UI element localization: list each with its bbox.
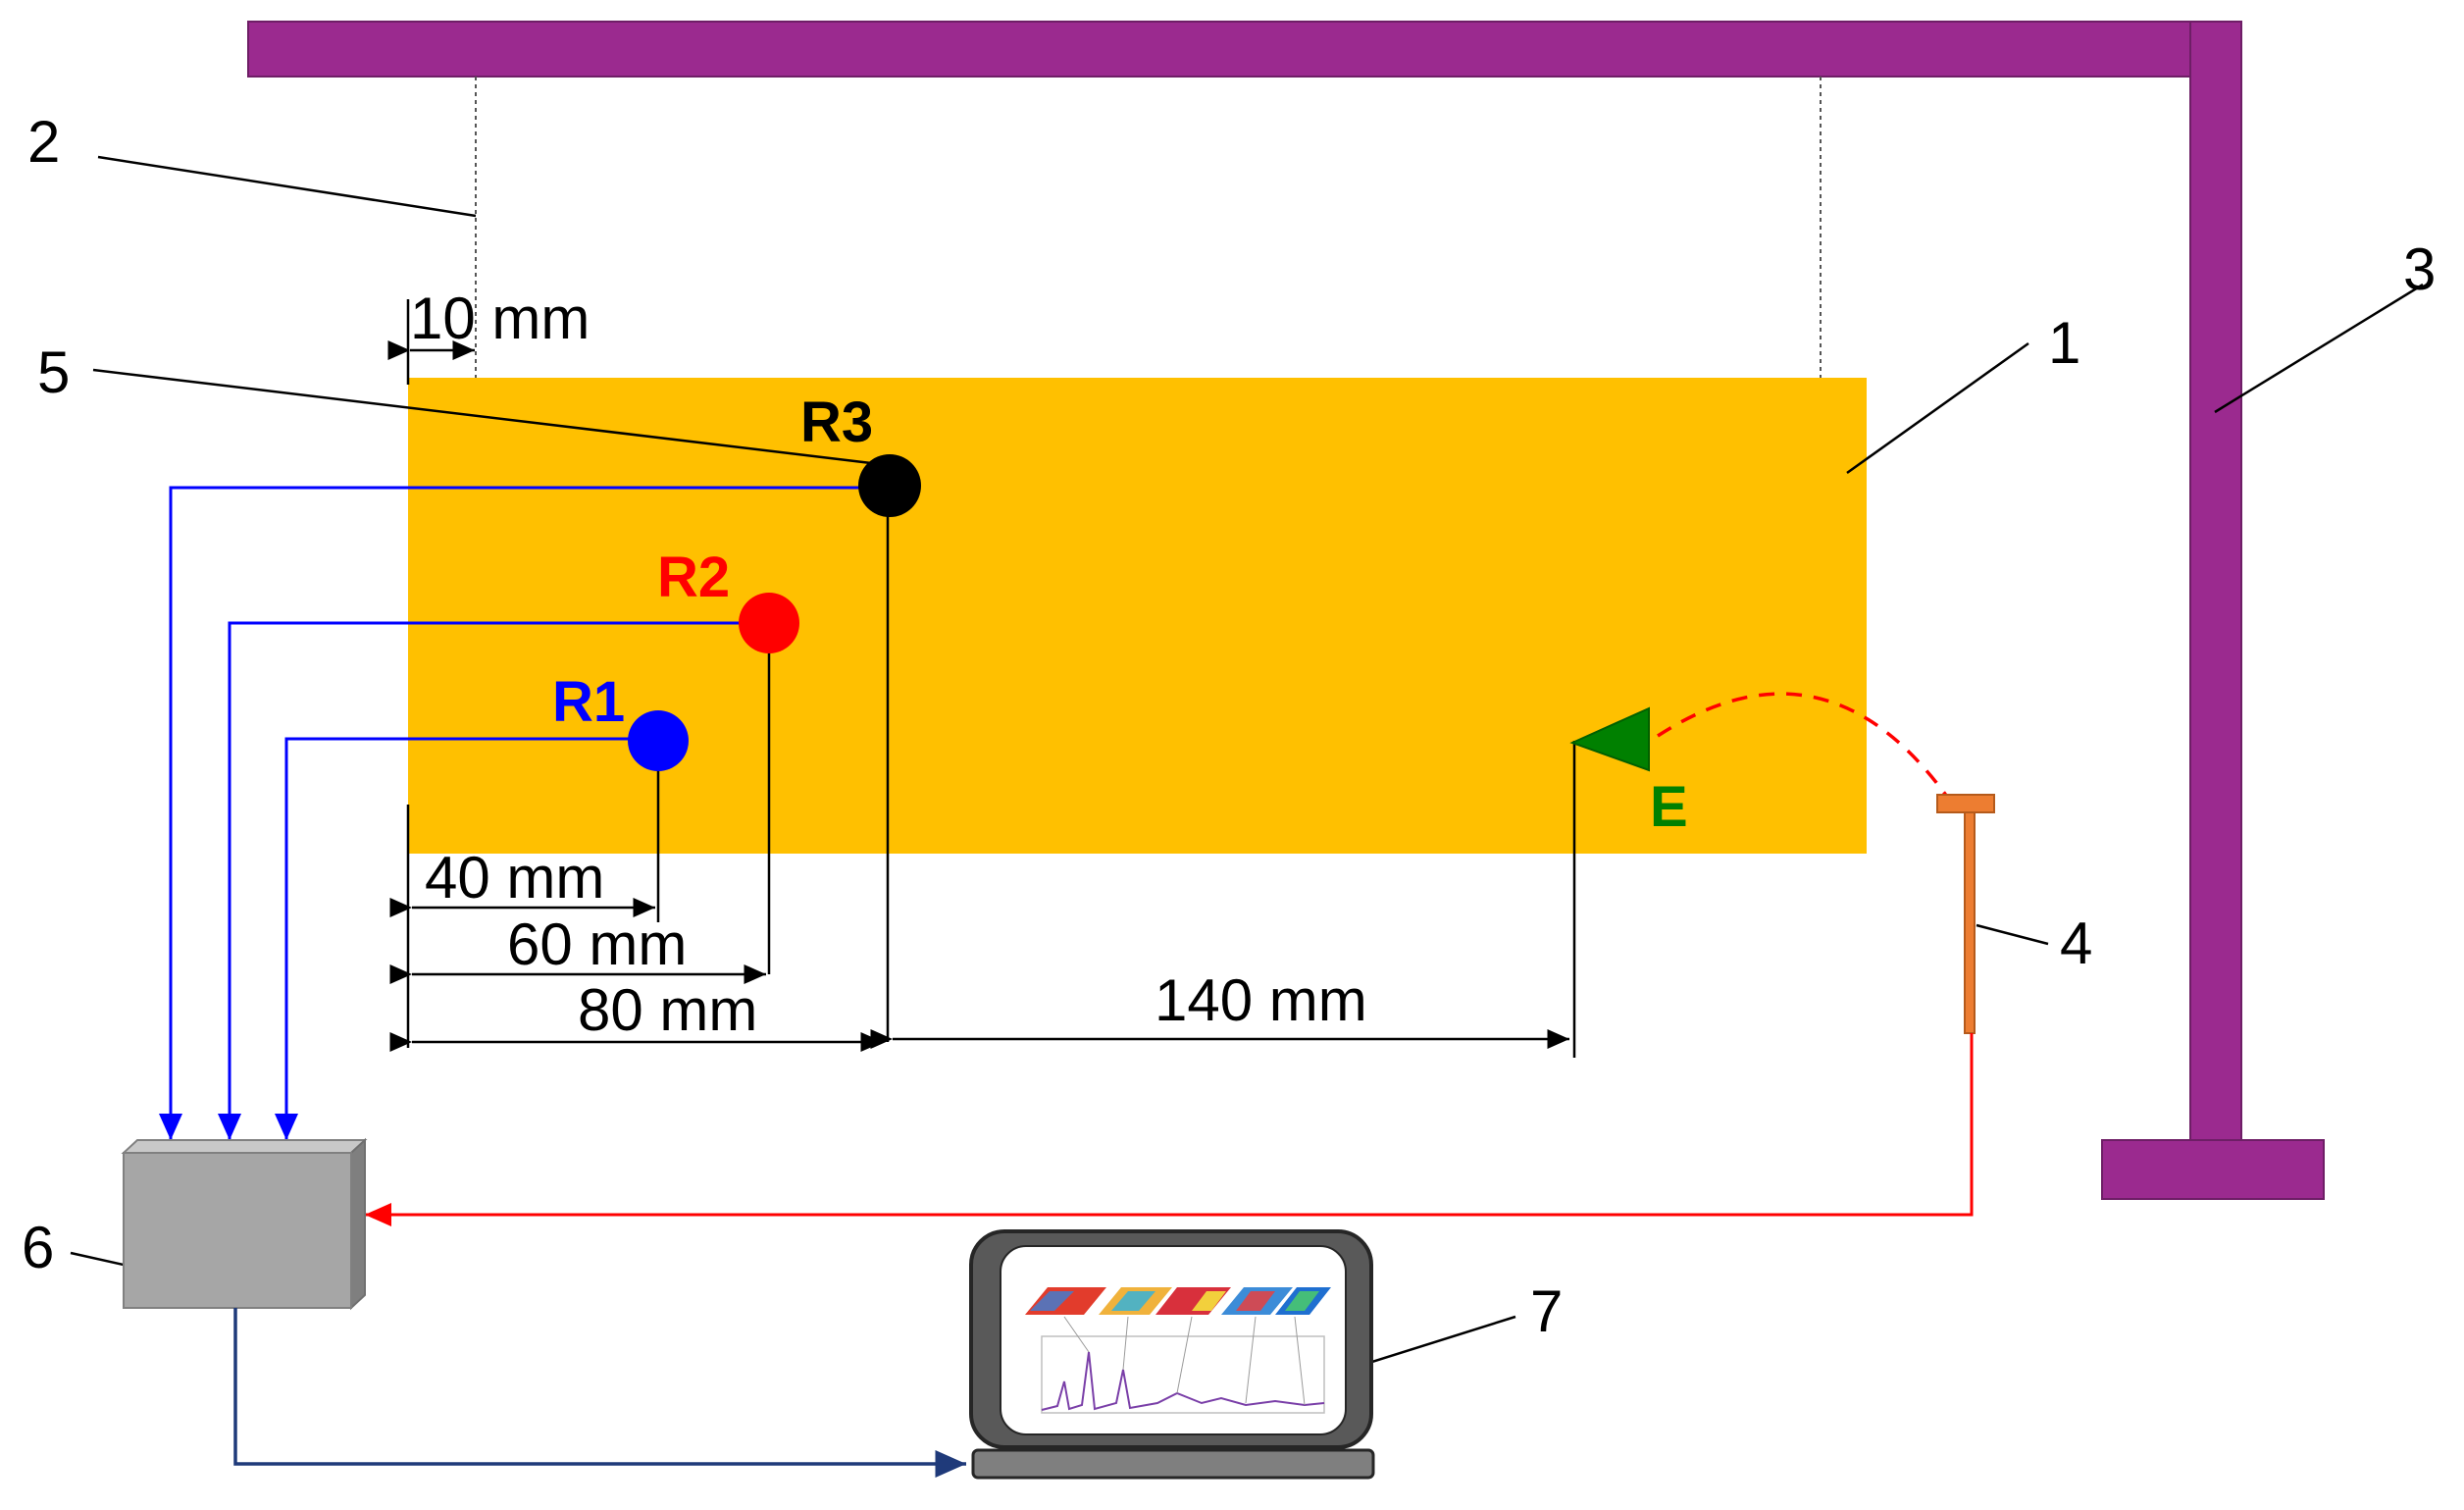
laptop-screen [1000,1245,1347,1435]
mode-shape-thumb-4-detail [1236,1291,1275,1311]
daq-top-face [121,1139,368,1154]
spectrum-pointer-5 [1294,1316,1306,1406]
spectrum-pointer-2 [1122,1316,1129,1371]
excitation-point-label: E [1650,775,1688,839]
callout-5-leader [92,368,872,465]
data-acquisition-unit [121,1137,368,1311]
laptop-computer [969,1229,1375,1480]
hammer-trajectory [1657,692,1949,799]
frame-top-beam [247,21,2242,78]
screen-content [1025,1287,1331,1414]
sensor-r3-label: R3 [800,391,873,454]
spectrum-plot-frame [1041,1335,1325,1414]
spectrum-pointer-1 [1063,1316,1090,1353]
callout-6: 6 [22,1215,54,1280]
sensor-r2 [739,593,799,653]
excitation-point-marker [1569,706,1650,772]
r1-signal-wire [275,737,638,1140]
callout-3: 3 [2403,236,2436,302]
daq-side-face [350,1137,366,1311]
callout-1-leader [1846,341,2029,475]
r3-dimension-label: 80 mm [578,977,757,1043]
support-frame [247,21,2325,1200]
daq-to-computer-wire [233,1308,966,1478]
impact-hammer [1936,794,1995,1034]
mode-shape-thumb-2-detail [1111,1291,1155,1311]
callout-5: 5 [37,339,70,405]
r2-signal-wire [218,621,745,1140]
mode-shape-thumb-5-detail [1285,1291,1319,1311]
sensor-r1 [628,710,689,771]
mode-shape-thumb-1-detail [1030,1291,1074,1311]
frame-base [2101,1139,2325,1200]
callout-7: 7 [1530,1278,1563,1344]
callout-4: 4 [2060,911,2092,976]
sensor-r2-label: R2 [657,546,730,609]
laptop-base [971,1448,1375,1480]
spectrum-pointer-4 [1245,1316,1257,1404]
daq-front-face [123,1152,352,1309]
callout-2: 2 [27,109,60,175]
spectrum-pointer-3 [1176,1316,1193,1394]
sensor-r1-label: R1 [552,670,625,734]
hammer-signal-wire [365,1033,1974,1226]
sensor-r3 [858,454,921,517]
hammer-handle [1964,811,1976,1034]
test-plate [408,378,1867,854]
callout-3-leader [2214,283,2424,414]
r2-dimension-label: 60 mm [507,911,687,977]
hammer-head [1936,794,1995,813]
callout-4-leader [1976,923,2049,946]
mode-shape-thumb-3-detail [1192,1291,1226,1311]
gap-dimension-label: 10 mm [410,286,590,351]
callout-2-leader [97,155,477,218]
r1-dimension-label: 40 mm [425,845,604,911]
exciter-dimension-label: 140 mm [1155,967,1367,1033]
spectrum-trace [1041,1351,1325,1411]
r3-signal-wire [159,486,871,1140]
frame-column [2189,21,2242,1146]
callout-1: 1 [2048,310,2080,376]
